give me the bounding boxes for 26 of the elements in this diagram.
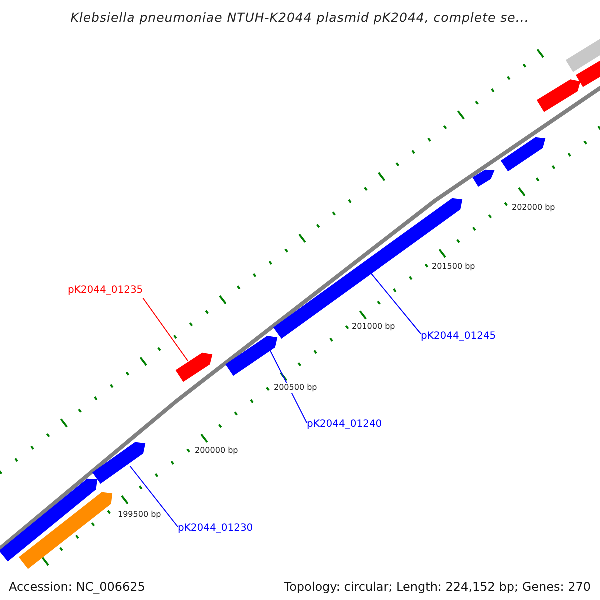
- gene-bar: [92, 442, 146, 484]
- tick-label: 199500 bp: [118, 510, 162, 520]
- gene-bar: [176, 352, 213, 382]
- footer-text: Accession: NC_006625: [9, 579, 146, 596]
- leader-line: [130, 466, 178, 528]
- leader-line: [370, 272, 422, 334]
- gene-bar: [536, 80, 581, 112]
- title: Klebsiella pneumoniae NTUH-K2044 plasmid pK2044, complete se...: [70, 9, 530, 27]
- footer-text: Topology: circular; Length: 224,152 bp; Genes: 270: [284, 579, 591, 596]
- gene-bar: [226, 336, 278, 376]
- tick-label: 202000 bp: [512, 203, 556, 213]
- tick-label: 201000 bp: [352, 322, 396, 332]
- gene-label: pK2044_01230: [178, 523, 254, 535]
- gene-bar: [18, 492, 113, 570]
- leader-line: [142, 298, 188, 362]
- gene-bar: [566, 38, 600, 72]
- tick-label: 200000 bp: [195, 446, 238, 456]
- gene-bar: [576, 59, 600, 88]
- gene-label: pK2044_01240: [307, 419, 382, 431]
- tick-label: 201500 bp: [432, 262, 476, 272]
- gene-bar: [0, 478, 98, 562]
- gene-bar: [472, 170, 495, 187]
- tick-label: 200500 bp: [274, 383, 318, 393]
- gene-bar: [500, 137, 546, 172]
- gene-label: pK2044_01245: [421, 331, 496, 343]
- gene-label: pK2044_01235: [68, 285, 144, 297]
